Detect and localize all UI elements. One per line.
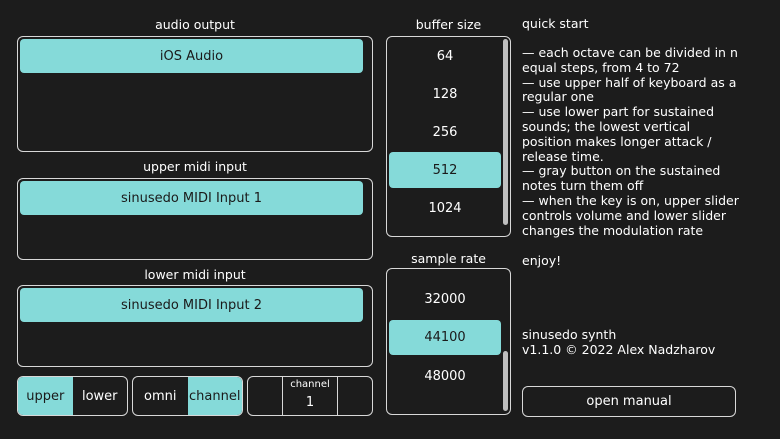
- channel-label: channel: [290, 379, 330, 390]
- toggle-omni[interactable]: omni: [144, 388, 177, 404]
- buffer-size-scrollbar[interactable]: [503, 39, 508, 225]
- buffer-size-option-selected[interactable]: 512: [389, 152, 501, 188]
- lower-midi-item-selected[interactable]: sinusedo MIDI Input 2: [20, 288, 363, 322]
- quick-start-line: equal steps, from 4 to 72: [522, 59, 680, 75]
- quick-start-line: sounds; the lowest vertical: [522, 118, 691, 134]
- lower-midi-title: lower midi input: [144, 267, 246, 282]
- quick-start-line: changes the modulation rate: [522, 222, 704, 238]
- midi-mode-toggle[interactable]: omni channel: [132, 376, 243, 416]
- app-name: sinusedo synth: [522, 327, 617, 342]
- buffer-size-option[interactable]: 128: [432, 87, 458, 102]
- quick-start-text: — each octave can be divided in n equal …: [522, 45, 772, 238]
- channel-stepper: channel 1: [247, 376, 373, 416]
- enjoy-text: enjoy!: [522, 253, 562, 268]
- upper-midi-item-selected[interactable]: sinusedo MIDI Input 1: [20, 181, 363, 215]
- toggle-lower[interactable]: lower: [81, 388, 118, 404]
- app-version: v1.1.0 © 2022 Alex Nadzharov: [522, 342, 716, 357]
- buffer-size-title: buffer size: [415, 17, 482, 32]
- upper-midi-list[interactable]: sinusedo MIDI Input 1: [17, 178, 373, 260]
- buffer-size-list[interactable]: 64 128 256 512 1024: [386, 36, 511, 237]
- sample-rate-option[interactable]: 48000: [424, 368, 466, 384]
- audio-output-title: audio output: [155, 17, 235, 32]
- channel-increment-button[interactable]: [337, 377, 372, 415]
- sample-rate-scrollbar[interactable]: [503, 351, 508, 411]
- quick-start-line: regular one: [522, 89, 594, 105]
- quick-start-line: — when the key is on, upper slider: [522, 192, 739, 208]
- channel-value-area: channel 1: [283, 377, 337, 415]
- open-manual-button[interactable]: open manual: [522, 386, 736, 417]
- audio-output-item-selected[interactable]: iOS Audio: [20, 39, 363, 73]
- quick-start-line: — gray button on the sustained: [522, 163, 721, 179]
- sample-rate-list[interactable]: 32000 44100 48000: [386, 268, 511, 415]
- buffer-size-option[interactable]: 1024: [428, 201, 462, 216]
- toggle-channel[interactable]: channel: [187, 377, 242, 415]
- quick-start-line: release time.: [522, 148, 604, 164]
- quick-start-line: — each octave can be divided in n: [522, 45, 738, 60]
- audio-output-list[interactable]: iOS Audio: [17, 36, 373, 152]
- sample-rate-title: sample rate: [411, 251, 486, 266]
- upper-midi-title: upper midi input: [143, 159, 247, 174]
- keyboard-half-toggle[interactable]: upper lower: [17, 376, 128, 416]
- lower-midi-list[interactable]: sinusedo MIDI Input 2: [17, 285, 373, 367]
- buffer-size-option[interactable]: 64: [436, 49, 454, 64]
- quick-start-line: controls volume and lower slider: [522, 207, 726, 223]
- channel-decrement-button[interactable]: [248, 377, 283, 415]
- buffer-size-option[interactable]: 256: [432, 125, 458, 140]
- quick-start-line: position makes longer attack /: [522, 133, 712, 149]
- sample-rate-option[interactable]: 32000: [424, 291, 466, 307]
- sample-rate-option-selected[interactable]: 44100: [389, 320, 501, 355]
- quick-start-line: — use lower part for sustained: [522, 104, 715, 120]
- toggle-upper[interactable]: upper: [18, 377, 73, 415]
- quick-start-line: notes turn them off: [522, 178, 644, 194]
- quick-start-line: — use upper half of keyboard as a: [522, 74, 737, 90]
- channel-value: 1: [305, 395, 315, 410]
- quick-start-title: quick start: [522, 16, 589, 31]
